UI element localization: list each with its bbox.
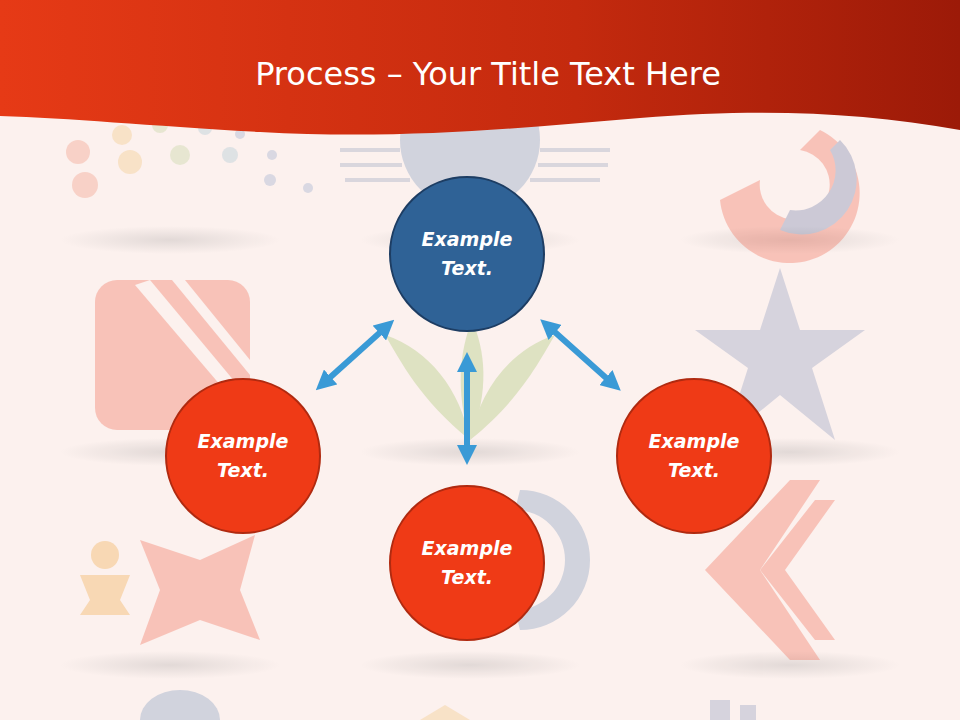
slide-title: Process – Your Title Text Here <box>16 52 960 96</box>
text-column: Example Text. <box>188 427 298 485</box>
node-text: Example Text. <box>412 225 522 283</box>
process-circle: Example Text. <box>389 485 545 641</box>
header-band <box>0 0 960 135</box>
text-column: Example Text. <box>412 534 522 592</box>
text-holder: Example Text. <box>389 485 545 641</box>
arrow-shaft <box>329 332 381 379</box>
node-text: Example Text. <box>639 427 749 485</box>
circle-outline <box>389 485 545 641</box>
arrow-shaft <box>464 370 470 447</box>
process-circle: Example Text. <box>616 378 772 534</box>
process-circle: Example Text. <box>389 176 545 332</box>
arrow-shaft <box>554 331 608 379</box>
text-holder: Example Text. <box>389 176 545 332</box>
text-column: Example Text. <box>639 427 749 485</box>
double-arrow <box>554 331 608 379</box>
title-text: Process – Your Title Text Here <box>255 55 721 93</box>
node-text: Example Text. <box>412 534 522 592</box>
circle-outline <box>165 378 321 534</box>
circle-outline <box>389 176 545 332</box>
node-text: Example Text. <box>188 427 298 485</box>
text-holder: Example Text. <box>616 378 772 534</box>
circle-outline <box>616 378 772 534</box>
double-arrow <box>467 370 468 447</box>
text-holder: Example Text. <box>165 378 321 534</box>
process-circle: Example Text. <box>165 378 321 534</box>
text-column: Example Text. <box>412 225 522 283</box>
double-arrow <box>329 332 381 379</box>
